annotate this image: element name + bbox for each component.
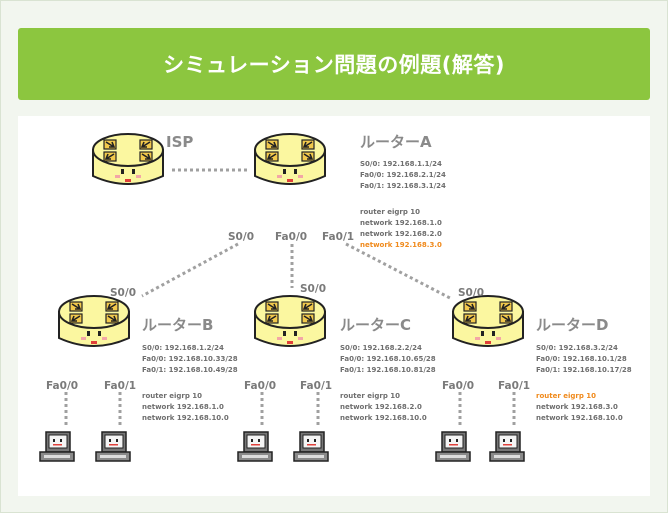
- router-c-cfg-1: network 192.168.2.0: [340, 403, 422, 411]
- pc-icon-b1: [39, 431, 75, 462]
- router-d-cfg-0: network 192.168.3.0: [536, 403, 618, 411]
- router-a-cfg-0: router eigrp 10: [360, 208, 420, 216]
- link-a-b: [141, 242, 239, 298]
- pc-icon-b2: [95, 431, 131, 462]
- router-c-port-fa00: Fa0/0: [244, 380, 276, 392]
- router-d-ip-1: Fa0/0: 192.168.10.1/28: [536, 355, 627, 363]
- links: [64, 168, 516, 428]
- router-icon-b: [58, 295, 130, 347]
- pc-icon-c1: [237, 431, 273, 462]
- router-d-port-s00: S0/0: [458, 287, 484, 299]
- router-b-ip-0: S0/0: 192.168.1.2/24: [142, 344, 224, 352]
- router-icon-a: [254, 133, 326, 185]
- router-a-cfg-2: network 192.168.2.0: [360, 230, 442, 238]
- router-c-port-s00: S0/0: [300, 283, 326, 295]
- pc-icon-d2: [489, 431, 525, 462]
- router-icon-d: [452, 295, 524, 347]
- router-d-ip-0: S0/0: 192.168.3.2/24: [536, 344, 618, 352]
- router-b-port-fa01: Fa0/1: [104, 380, 136, 392]
- router-b-ip-1: Fa0/0: 192.168.10.33/28: [142, 355, 238, 363]
- router-a-ip-1: Fa0/0: 192.168.2.1/24: [360, 171, 446, 179]
- router-c-name: ルーターC: [340, 316, 411, 334]
- router-icon-c: [254, 295, 326, 347]
- router-b-cfg-0: router eigrp 10: [142, 392, 202, 400]
- router-a-port-fa01: Fa0/1: [322, 231, 354, 243]
- router-d-cfg-1: network 192.168.10.0: [536, 414, 623, 422]
- isp-name: ISP: [166, 133, 193, 151]
- router-b-port-s00: S0/0: [110, 287, 136, 299]
- pc-icon-d1: [435, 431, 471, 462]
- router-c-ip-2: Fa0/1: 192.168.10.81/28: [340, 366, 436, 374]
- router-b-cfg-2: network 192.168.10.0: [142, 414, 229, 422]
- router-a-port-s00: S0/0: [228, 231, 254, 243]
- router-d-port-fa01: Fa0/1: [498, 380, 530, 392]
- router-a-port-fa00: Fa0/0: [275, 231, 307, 243]
- router-d-ip-2: Fa0/1: 192.168.10.17/28: [536, 366, 632, 374]
- router-d-port-fa00: Fa0/0: [442, 380, 474, 392]
- router-a-ip-2: Fa0/1: 192.168.3.1/24: [360, 182, 446, 190]
- pc-icon-c2: [293, 431, 329, 462]
- router-c-ip-1: Fa0/0: 192.168.10.65/28: [340, 355, 436, 363]
- router-c-ip-0: S0/0: 192.168.2.2/24: [340, 344, 422, 352]
- router-icon-isp: [92, 133, 164, 185]
- router-b-ip-2: Fa0/1: 192.168.10.49/28: [142, 366, 238, 374]
- router-a-ip-0: S0/0: 192.168.1.1/24: [360, 160, 442, 168]
- router-d-name: ルーターD: [536, 316, 608, 334]
- router-a-cfg-highlight: network 192.168.3.0: [360, 241, 442, 249]
- router-a-name: ルーターA: [360, 133, 432, 151]
- router-b-cfg-1: network 192.168.1.0: [142, 403, 224, 411]
- page-title: シミュレーション問題の例題(解答): [163, 53, 505, 77]
- router-c-port-fa01: Fa0/1: [300, 380, 332, 392]
- router-b-port-fa00: Fa0/0: [46, 380, 78, 392]
- router-b-name: ルーターB: [142, 316, 213, 334]
- router-c-cfg-0: router eigrp 10: [340, 392, 400, 400]
- link-a-d: [345, 242, 451, 300]
- title-bar: シミュレーション問題の例題(解答): [18, 28, 650, 100]
- router-d-cfg-highlight: router eigrp 10: [536, 392, 596, 400]
- router-a-cfg-1: network 192.168.1.0: [360, 219, 442, 227]
- router-c-cfg-2: network 192.168.10.0: [340, 414, 427, 422]
